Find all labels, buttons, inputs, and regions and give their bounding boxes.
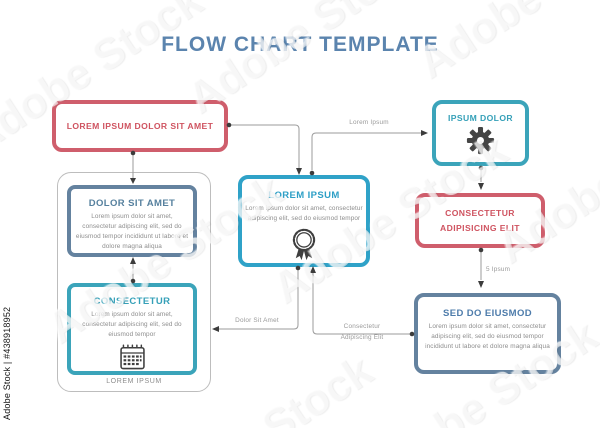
arrowhead-into-sed (478, 281, 484, 288)
node-start-title: LOREM IPSUM DOLOR SIT AMET (66, 121, 214, 131)
node-ipsum-dolor: IPSUM DOLOR (432, 100, 529, 166)
edge-label-adipiscing-elit: Adipiscing Elit (340, 334, 384, 341)
node-consectetur: CONSECTETUR Lorem ipsum dolor sit amet, … (67, 283, 197, 375)
arrowhead-into-red (478, 183, 484, 190)
stock-credit: Adobe Stock | #438918952 (2, 306, 12, 420)
node-sed-do-eiusmod: SED DO EIUSMOD Lorem ipsum dolor sit ame… (414, 293, 561, 374)
arrowhead-into-center-bottom (310, 266, 316, 273)
node-center: LOREM IPSUM Lorem ipsum dolor sit amet, … (238, 175, 370, 267)
node-consectetur-body: Lorem ipsum dolor sit amet, consectetur … (82, 311, 182, 338)
node-sed-body: Lorem ipsum dolor sit amet, consectetur … (425, 323, 550, 350)
node-dolor-body: Lorem ipsum dolor sit amet, consectetur … (75, 213, 189, 250)
connector-center-to-ipsum-dolor (311, 132, 421, 170)
source-dot-red-bottom (478, 247, 484, 253)
edge-label-5-ipsum: 5 Ipsum (486, 266, 511, 273)
group-label: LOREM IPSUM (106, 378, 162, 385)
node-center-title: LOREM IPSUM (268, 190, 340, 201)
calendar-icon (119, 344, 145, 375)
gear-icon (465, 125, 496, 161)
connector-start-to-center (231, 124, 300, 168)
node-dolor-sit-amet: DOLOR SIT AMET Lorem ipsum dolor sit ame… (67, 185, 197, 257)
node-consectetur-adipisicing-title-line2: ADIPISICING ELIT (440, 222, 520, 233)
node-consectetur-adipisicing: CONSECTETUR ADIPISICING ELIT (415, 193, 545, 248)
node-consectetur-title: CONSECTETUR (93, 296, 171, 307)
arrowhead-into-center-top (296, 168, 302, 175)
award-icon (289, 228, 319, 266)
edge-label-consectetur: Consectetur (343, 323, 381, 330)
arrowhead-into-group (212, 326, 219, 332)
source-dot-ipsum-dolor-bottom (478, 165, 484, 171)
node-start: LOREM IPSUM DOLOR SIT AMET (52, 100, 228, 152)
node-ipsum-dolor-title: IPSUM DOLOR (447, 113, 514, 123)
node-center-body: Lorem ipsum dolor sit amet, consectetur … (245, 205, 363, 222)
node-consectetur-adipisicing-title-line1: CONSECTETUR (445, 207, 515, 218)
page-title: FLOW CHART TEMPLATE (161, 33, 439, 56)
node-sed-title: SED DO EIUSMOD (443, 308, 532, 319)
edge-label-dolor-sit-amet: Dolor Sit Amet (235, 317, 279, 324)
arrowhead-into-ipsum-dolor (421, 130, 428, 136)
node-dolor-title: DOLOR SIT AMET (88, 198, 176, 209)
edge-label-lorem-ipsum: Lorem Ipsum (349, 119, 389, 126)
